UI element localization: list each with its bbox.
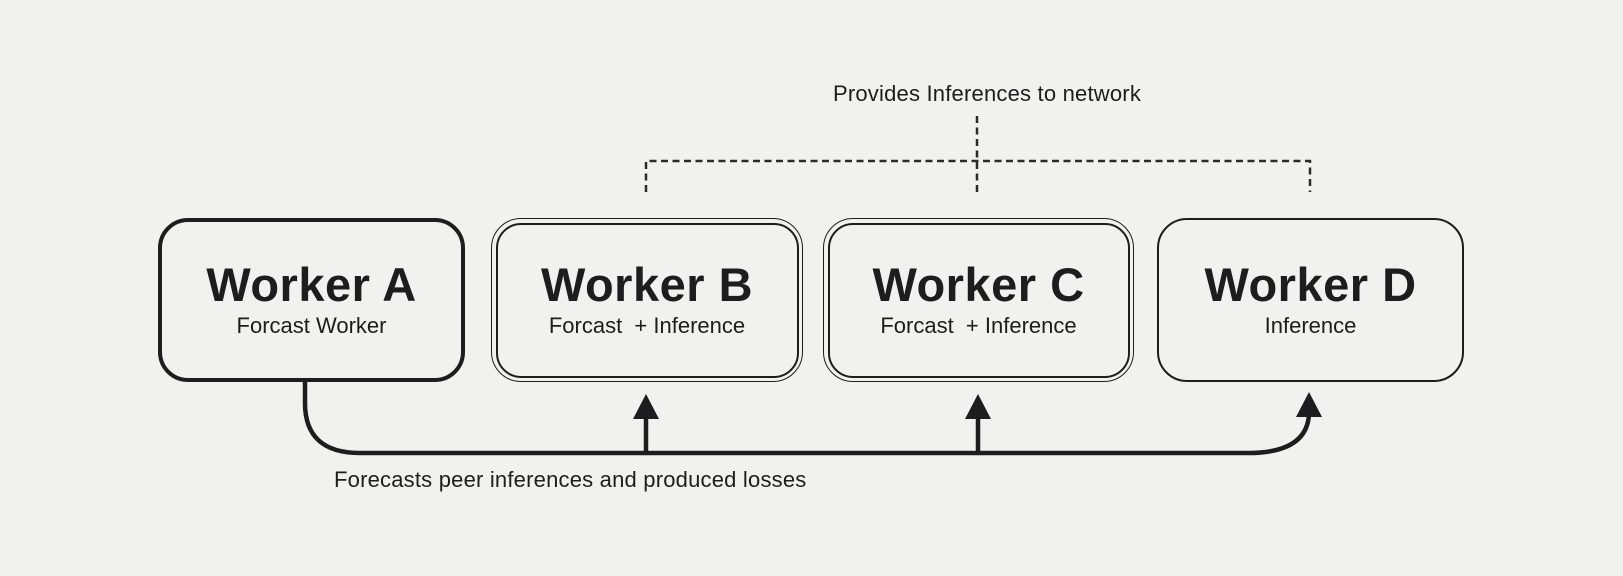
worker-c-box: Worker C Forcast + Inference — [823, 218, 1134, 382]
worker-c-title: Worker C — [872, 258, 1085, 312]
network-bracket-dashed-line — [644, 159, 1312, 192]
arrowhead-worker-b-icon — [633, 394, 659, 419]
worker-a-box: Worker A Forcast Worker — [158, 218, 465, 382]
worker-c-subtitle: Forcast + Inference — [880, 313, 1077, 339]
worker-b-box: Worker B Forcast + Inference — [491, 218, 803, 382]
worker-d-content: Worker D Inference — [1159, 220, 1462, 380]
worker-a-content: Worker A Forcast Worker — [162, 222, 461, 378]
worker-d-title: Worker D — [1204, 258, 1417, 312]
worker-d-box: Worker D Inference — [1157, 218, 1464, 382]
worker-b-subtitle: Forcast + Inference — [548, 313, 746, 339]
arrowhead-worker-d-icon — [1296, 392, 1322, 417]
top-annotation-label: Provides Inferences to network — [832, 81, 1142, 106]
bottom-annotation-label: Forecasts peer inferences and produced l… — [334, 467, 807, 492]
worker-c-content: Worker C Forcast + Inference — [827, 222, 1130, 378]
arrowhead-worker-c-icon — [965, 394, 991, 419]
worker-b-title: Worker B — [540, 258, 754, 312]
worker-b-content: Worker B Forcast + Inference — [495, 222, 799, 378]
forecast-flow-path — [302, 380, 1312, 456]
worker-d-subtitle: Inference — [1264, 313, 1357, 339]
worker-a-title: Worker A — [206, 258, 417, 312]
worker-a-subtitle: Forcast Worker — [236, 313, 387, 339]
